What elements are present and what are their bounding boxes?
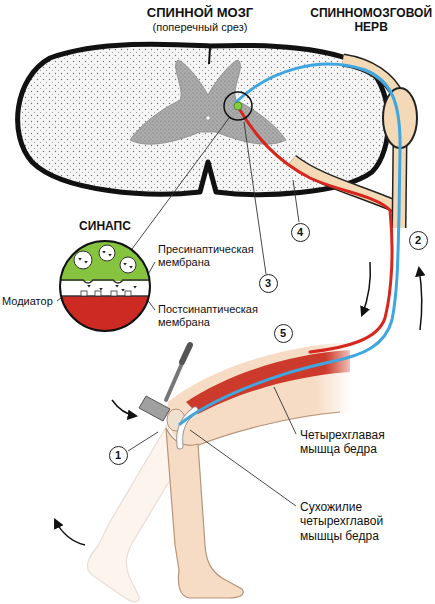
text-label: Четырехглавая мышца бедра	[300, 428, 400, 457]
text-label: Пресинаптическая мембрана	[158, 243, 254, 269]
text-label: Постсинаптическая мембрана	[158, 303, 258, 329]
label-text: Пресинаптическая мембрана	[158, 243, 254, 268]
leader-line	[132, 118, 229, 249]
mediator-molecule	[129, 266, 133, 269]
synapse-interior	[55, 236, 155, 336]
mediator-molecule	[123, 263, 127, 266]
spinal-cord	[18, 44, 389, 194]
gray-matter	[130, 60, 286, 144]
label-text: Сухожилие четырехглавой мышцы бедра	[300, 500, 383, 543]
label-text: Четырехглавая мышца бедра	[300, 428, 385, 456]
leg	[166, 342, 352, 598]
label-text: (поперечный срез)	[153, 21, 248, 33]
mediator-molecule	[87, 285, 91, 288]
mediator-molecule	[102, 251, 106, 254]
receptor	[81, 291, 87, 296]
hammer-grip	[182, 345, 190, 362]
callout-number: 3	[259, 274, 278, 293]
hammer-head	[139, 396, 170, 421]
callout-number: 5	[274, 324, 293, 343]
mediator-molecule	[115, 285, 119, 288]
synapse-dot	[234, 102, 242, 110]
mediator-molecule	[84, 261, 88, 264]
hammer-handle	[166, 345, 190, 400]
leader-line	[293, 180, 299, 222]
callout-text: 3	[265, 278, 271, 289]
motor-nerve	[240, 110, 392, 352]
mediator-molecule	[99, 288, 103, 291]
text-label: (поперечный срез)	[153, 21, 248, 34]
presynaptic-membrane	[55, 280, 155, 283]
synaptic-cleft	[55, 281, 155, 296]
mediator-molecule	[121, 289, 125, 292]
motion-arrow	[419, 268, 422, 330]
label-text: СПИННОМОЗГОВОЙ НЕРВ	[310, 6, 432, 34]
label-text: Модиатор	[2, 295, 53, 307]
receptor	[111, 291, 117, 296]
dorsal-sulcus	[209, 48, 210, 64]
callout-text: 2	[415, 235, 421, 246]
vesicle	[120, 257, 136, 273]
receptor	[125, 291, 131, 296]
text-label: Модиатор	[2, 295, 53, 308]
ventral-root-outline	[292, 160, 399, 208]
shin	[166, 428, 243, 598]
mediator-molecule	[108, 254, 112, 257]
leader-line	[128, 432, 158, 451]
text-label: Сухожилие четырехглавой мышцы бедра	[300, 500, 400, 543]
synapse-drawing	[55, 236, 155, 336]
synapse-spot	[224, 92, 252, 120]
inset-outline	[60, 241, 150, 331]
callout-number: 4	[291, 223, 310, 242]
ventral-root	[292, 160, 399, 208]
callout-text: 4	[297, 227, 303, 238]
callout-number: 1	[109, 446, 128, 465]
leader-line	[274, 387, 296, 434]
callout-text: 5	[280, 328, 286, 339]
label-text: СПИННОЙ МОЗГ	[147, 5, 253, 20]
central-canal	[206, 116, 210, 120]
receptor	[95, 291, 101, 296]
motion-arrow	[362, 262, 370, 315]
mediator-molecule	[133, 286, 137, 289]
label-text: Постсинаптическая мембрана	[158, 303, 258, 328]
vesicle	[74, 251, 92, 269]
postsynaptic-membrane	[55, 295, 155, 297]
motion-arrow	[55, 520, 85, 545]
reflex-hammer	[139, 345, 190, 421]
mediator-molecule	[78, 258, 82, 261]
callout-number: 2	[409, 231, 428, 250]
text-label: СПИННОМОЗГОВОЙ НЕРВ	[310, 6, 432, 35]
text-label: СПИННОЙ МОЗГ	[147, 5, 253, 21]
motion-arrow	[112, 400, 136, 416]
leader-line	[190, 430, 296, 506]
white-matter	[18, 44, 389, 194]
inset-heading: СИНАПС	[79, 218, 131, 234]
vesicle	[99, 245, 115, 261]
synapse-inset: СИНАПС	[55, 218, 155, 336]
callout-text: 1	[115, 450, 121, 461]
